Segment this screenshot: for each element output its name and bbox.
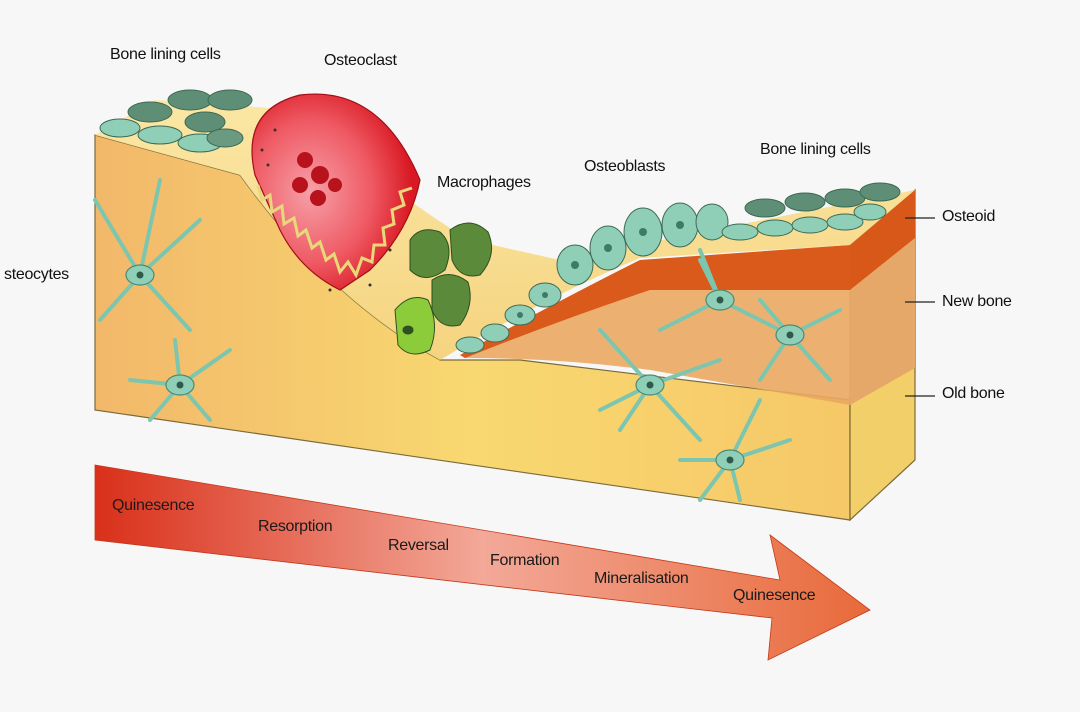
phase-label-6: Quinesence xyxy=(733,587,815,605)
phase-label-1: Quinesence xyxy=(112,497,194,515)
label-macrophages: Macrophages xyxy=(437,174,531,192)
label-osteocytes: steocytes xyxy=(4,266,69,284)
label-old-bone: Old bone xyxy=(942,385,1005,403)
label-bone-lining-cells-right: Bone lining cells xyxy=(760,141,871,159)
label-new-bone: New bone xyxy=(942,293,1012,311)
phase-label-3: Reversal xyxy=(388,537,449,555)
label-osteoblasts: Osteoblasts xyxy=(584,158,665,176)
label-bone-lining-cells-left: Bone lining cells xyxy=(110,46,221,64)
label-osteoclast: Osteoclast xyxy=(324,52,397,70)
phase-label-5: Mineralisation xyxy=(594,570,689,588)
phase-label-4: Formation xyxy=(490,552,559,570)
label-osteoid: Osteoid xyxy=(942,208,995,226)
phase-label-2: Resorption xyxy=(258,518,332,536)
